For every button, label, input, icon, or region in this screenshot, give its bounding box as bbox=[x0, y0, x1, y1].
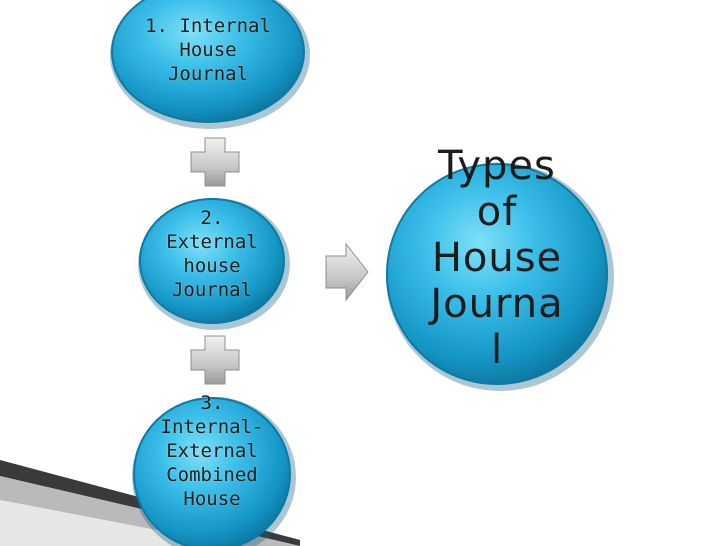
node-types-line-5: l bbox=[490, 327, 504, 373]
node-types-line-3: House bbox=[431, 235, 563, 281]
plus-icon bbox=[190, 137, 240, 187]
node-types-line-1: Types bbox=[438, 143, 556, 189]
node-internal-line-1: 1. Internal bbox=[145, 15, 271, 37]
node-types-of-house-journal bbox=[386, 163, 614, 391]
node-external-house-journal bbox=[138, 198, 290, 330]
node-combined-line-1: 3. bbox=[200, 392, 224, 414]
node-internal-label: 1. Internal House Journal bbox=[128, 14, 288, 86]
node-combined-line-4: Combined bbox=[166, 464, 258, 486]
node-types-label: Types of House Journa l bbox=[407, 143, 587, 373]
node-internal-external-combined bbox=[132, 397, 296, 546]
node-external-label: 2. External house Journal bbox=[142, 206, 282, 302]
node-external-line-4: Journal bbox=[171, 279, 253, 301]
plus-icon bbox=[190, 335, 240, 385]
node-types-line-4: Journa bbox=[430, 281, 564, 327]
node-combined-label: 3. Internal- External Combined House bbox=[132, 391, 292, 511]
node-combined-line-2: Internal- bbox=[160, 416, 264, 438]
node-combined-line-5: House bbox=[183, 488, 241, 510]
node-combined-line-3: External bbox=[166, 440, 258, 462]
right-arrow-icon bbox=[325, 242, 369, 302]
node-external-line-1: 2. bbox=[200, 207, 224, 229]
node-internal-line-3: Journal bbox=[167, 63, 249, 85]
node-external-line-3: house bbox=[183, 255, 241, 277]
node-external-line-2: External bbox=[166, 231, 258, 253]
node-internal-line-2: House bbox=[179, 39, 237, 61]
node-types-line-2: of bbox=[476, 189, 518, 235]
node-internal-house-journal bbox=[110, 0, 310, 129]
